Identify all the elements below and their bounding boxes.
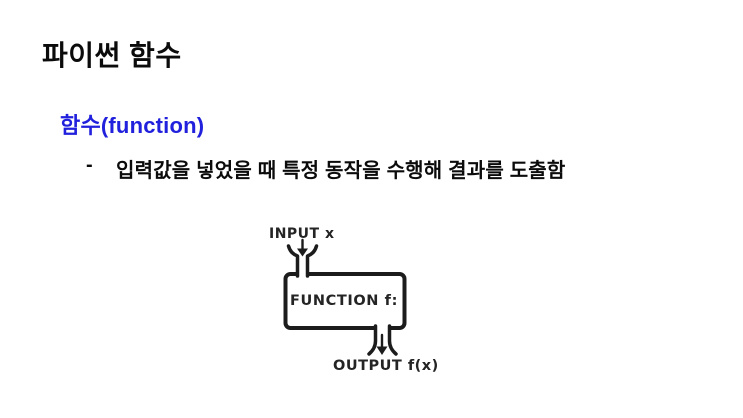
output-gap bbox=[374, 324, 391, 332]
function-box-label: FUNCTION f: bbox=[290, 293, 398, 309]
bullet-text: 입력값을 넣었을 때 특정 동작을 수행해 결과를 도출함 bbox=[116, 160, 566, 182]
page-title: 파이썬 함수 bbox=[42, 40, 182, 71]
input-funnel-icon bbox=[286, 244, 319, 278]
output-arrow-icon bbox=[376, 333, 388, 355]
function-diagram: INPUT x FUNCTION f: OUTPUT f(x) bbox=[250, 220, 440, 380]
output-funnel-icon bbox=[367, 324, 398, 356]
function-box bbox=[283, 272, 407, 330]
output-label: OUTPUT f(x) bbox=[333, 358, 439, 374]
bullet-item: - 입력값을 넣었을 때 특정 동작을 수행해 결과를 도출함 bbox=[86, 154, 566, 183]
input-label: INPUT x bbox=[269, 226, 335, 242]
function-diagram-drawing bbox=[283, 238, 407, 356]
input-gap bbox=[296, 271, 308, 279]
section-heading: 함수(function) bbox=[60, 113, 205, 138]
input-arrow-icon bbox=[297, 238, 308, 257]
bullet-marker: - bbox=[86, 154, 93, 176]
